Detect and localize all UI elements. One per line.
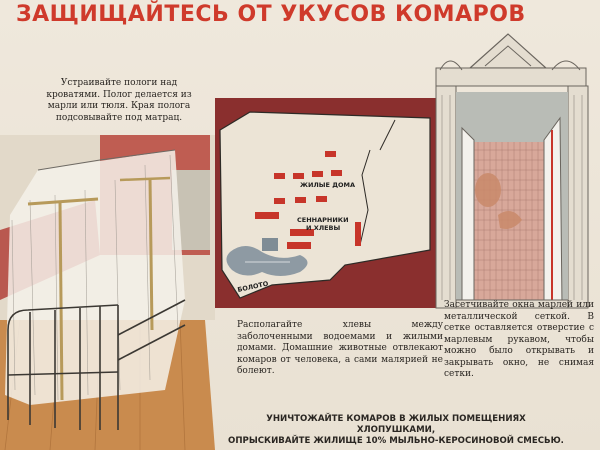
footer-line-1: УНИЧТОЖАЙТЕ КОМАРОВ В ЖИЛЫХ ПОМЕЩЕНИЯХ Х… xyxy=(266,414,526,435)
window-net-illustration xyxy=(435,33,589,309)
map-field xyxy=(219,111,431,299)
stables-caption: Располагайте хлевы между заболоченными в… xyxy=(237,320,443,376)
stables xyxy=(255,212,361,249)
houses xyxy=(274,151,342,204)
footer-text: УНИЧТОЖАЙТЕ КОМАРОВ В ЖИЛЫХ ПОМЕЩЕНИЯХ Х… xyxy=(226,414,566,447)
label-houses: ЖИЛЫЕ ДОМА xyxy=(300,181,355,189)
window-caption: Засетчивайте окна марлей или металлическ… xyxy=(444,300,594,379)
label-stables-2: И ХЛЕВЫ xyxy=(306,224,341,232)
label-stables-1: СЕННАРНИКИ xyxy=(297,216,349,224)
swamp xyxy=(226,238,308,276)
poster-title: ЗАЩИЩАЙТЕСЬ ОТ УКУСОВ КОМАРОВ xyxy=(16,2,526,27)
footer-line-2: ОПРЫСКИВАЙТЕ ЖИЛИЩЕ 10% МЫЛЬНО-КЕРОСИНОВ… xyxy=(228,436,564,446)
bed-canopy-illustration xyxy=(0,135,215,450)
bed-caption: Устраивайте пологи над кроватями. Полог … xyxy=(46,78,192,123)
settlement-map: ЖИЛЫЕ ДОМА СЕННАРНИКИ И ХЛЕВЫ БОЛОТО xyxy=(215,98,440,308)
